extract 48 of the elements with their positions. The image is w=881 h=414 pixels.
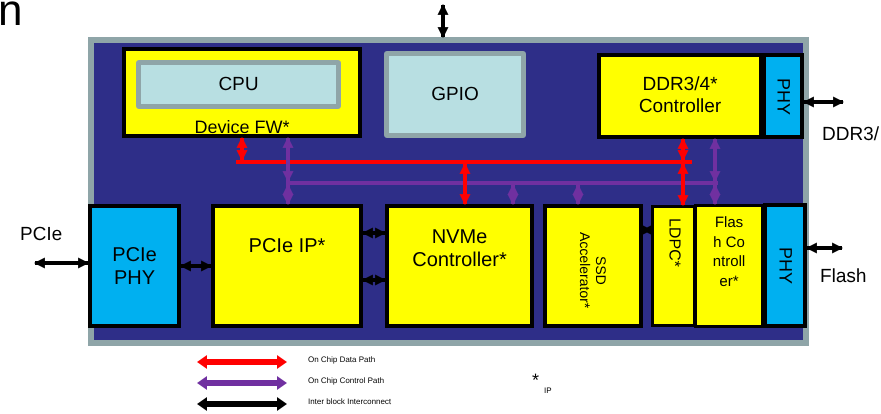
arrow xyxy=(710,184,720,206)
port-label: DDR3/ xyxy=(822,124,880,146)
title-fragment: n xyxy=(0,0,22,36)
footnote-mark: * xyxy=(532,370,540,391)
pcie-ip-block xyxy=(211,204,363,328)
ldpc-block xyxy=(651,205,696,327)
cpu-block xyxy=(136,60,341,109)
block-label: SSD Accelerator* xyxy=(576,230,610,310)
flash-controller-block xyxy=(694,204,764,328)
footnote-text: IP xyxy=(544,386,552,395)
arrow xyxy=(282,184,294,206)
arrow xyxy=(438,4,448,38)
arrow xyxy=(572,184,584,206)
block-label: DDR3/4* Controller xyxy=(638,74,722,118)
arrow xyxy=(641,224,653,236)
arrow xyxy=(678,162,688,206)
block-label: Device FW* xyxy=(193,117,290,138)
legend-text: On Chip Data Path xyxy=(308,355,376,364)
block-label: PCIe IP* xyxy=(248,235,326,258)
block-label: Flash Controller* xyxy=(712,213,746,291)
port-label: Flash xyxy=(820,266,866,288)
block-label: CPU xyxy=(217,74,260,96)
block-label: PHY xyxy=(774,247,796,284)
arrow xyxy=(460,162,470,206)
arrow xyxy=(282,136,294,182)
block-label: NVMe Controller* xyxy=(411,226,508,272)
arrow xyxy=(34,258,90,268)
arrow xyxy=(802,96,844,108)
arrow xyxy=(678,138,688,162)
ddr-controller-block xyxy=(597,53,763,139)
legend-text: Inter block Interconnect xyxy=(308,397,392,406)
port-label: PCIe xyxy=(20,224,62,246)
firmware-block xyxy=(122,47,362,138)
arrow xyxy=(710,138,720,182)
legend-text: On Chip Control Path xyxy=(308,376,384,385)
ssd-accelerator-block xyxy=(543,204,643,328)
block-label: PCIe PHY xyxy=(112,244,157,290)
arrow xyxy=(236,136,248,162)
block-label: GPIO xyxy=(430,84,480,106)
gpio-block xyxy=(384,51,526,138)
block-label: LDPC* xyxy=(664,218,683,267)
arrow xyxy=(362,274,386,286)
arrow xyxy=(806,242,844,254)
block-label: PHY xyxy=(772,78,794,115)
arrow xyxy=(508,184,518,206)
arrow xyxy=(362,228,386,238)
arrow xyxy=(180,260,212,272)
nvme-controller-block xyxy=(385,204,534,328)
